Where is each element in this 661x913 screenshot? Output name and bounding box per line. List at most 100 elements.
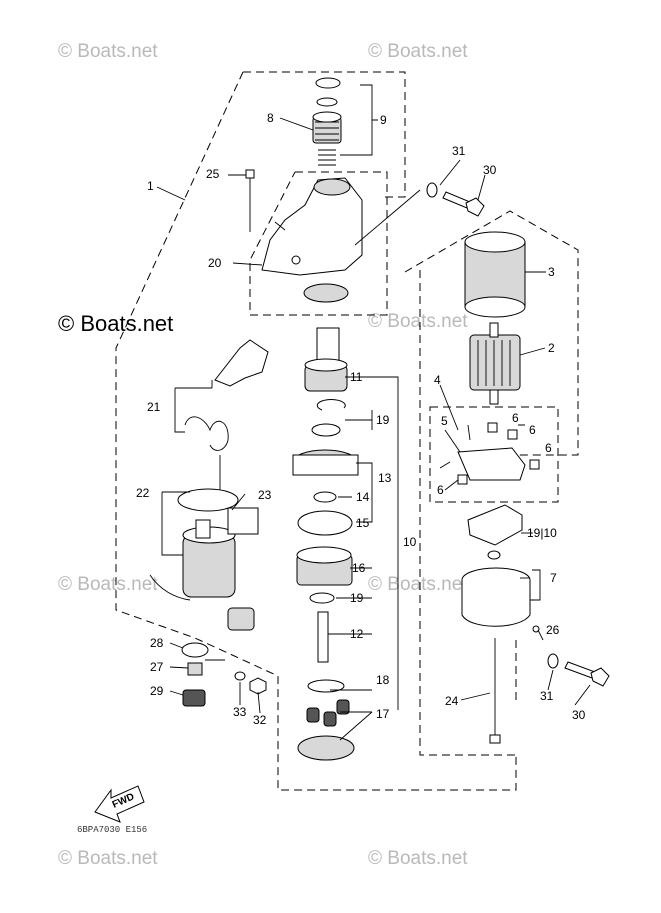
outline-right <box>404 210 579 456</box>
callout-33: 33 <box>233 705 247 719</box>
callout-2: 2 <box>548 341 555 355</box>
callout-26: 26 <box>546 623 560 637</box>
yoke-3 <box>464 241 526 308</box>
terminal-parts <box>181 642 267 707</box>
callout-15: 15 <box>356 516 370 530</box>
callout-29: 29 <box>150 684 164 698</box>
callout-8: 8 <box>267 111 274 125</box>
solenoid-plate <box>177 488 239 512</box>
watermark-bottom-right: © Boats.net <box>368 848 468 869</box>
nut-32 <box>249 677 267 695</box>
plate-17 <box>297 735 355 761</box>
washer-31-bottom <box>547 653 559 669</box>
part-boot <box>227 607 255 631</box>
callout-3: 3 <box>548 265 555 279</box>
housing-bearing <box>303 283 349 303</box>
assembly-outlines <box>115 71 579 791</box>
callout-30b: 30 <box>572 708 586 722</box>
solenoid-lead <box>149 574 191 601</box>
callout-6a: 6 <box>512 411 519 425</box>
right-motor-group <box>439 231 541 744</box>
callout-19b: 19 <box>350 591 364 605</box>
callout-28: 28 <box>150 636 164 650</box>
front-housing <box>245 169 421 303</box>
callout-12: 12 <box>350 627 364 641</box>
drive-spline <box>316 327 340 361</box>
watermark-lower-left: © Boats.net <box>58 574 158 595</box>
washer-31-top <box>426 182 438 198</box>
callout-32: 32 <box>253 713 267 727</box>
shift-lever <box>174 339 269 451</box>
leader-lines <box>156 117 591 714</box>
callout-31b: 31 <box>540 689 554 703</box>
brush-6d <box>457 474 468 485</box>
brush-6a <box>487 422 498 433</box>
watermark-mid-right: © Boats.net <box>368 311 468 332</box>
callout-16: 16 <box>352 561 366 575</box>
callout-1: 1 <box>147 179 154 193</box>
brush-6c <box>529 459 540 470</box>
callout-6c: 6 <box>545 441 552 455</box>
bearing-14 <box>313 491 337 503</box>
planet-gear-b <box>323 711 337 727</box>
planet-gear-a <box>306 707 320 723</box>
watermark-bottom-left: © Boats.net <box>58 848 158 869</box>
center-shaft-group <box>292 327 399 761</box>
callout-31a: 31 <box>452 144 466 158</box>
plate-15 <box>297 510 353 536</box>
callout-27: 27 <box>150 660 164 674</box>
callout-22: 22 <box>136 486 150 500</box>
bolt-30-top <box>442 191 471 209</box>
callouts: 1 2 3 4 5 6 6 6 6 7 8 9 10 19|10 11 12 1… <box>136 111 586 727</box>
outline-brush-holder <box>429 406 559 503</box>
bolt-30-bottom <box>564 661 596 679</box>
watermarks: © Boats.net © Boats.net © Boats.net © Bo… <box>58 41 468 869</box>
callout-4: 4 <box>434 373 441 387</box>
fwd-arrow: FWD 6BPA7030 E156 <box>77 785 147 835</box>
pinion-group <box>312 77 378 166</box>
outline-main <box>115 71 517 791</box>
part-27 <box>187 662 203 676</box>
solenoid <box>149 455 259 631</box>
callout-9: 9 <box>380 113 387 127</box>
spring <box>318 149 336 166</box>
callout-13: 13 <box>378 471 392 485</box>
solenoid-body <box>182 534 236 598</box>
clip-19 <box>316 399 346 411</box>
screw-26 <box>532 625 540 633</box>
watermark-lower-right: © Boats.net <box>368 574 468 595</box>
callout-7: 7 <box>550 571 557 585</box>
brush-6b <box>507 429 518 440</box>
outline-housing <box>249 171 388 316</box>
callout-18: 18 <box>376 673 390 687</box>
planet-gear-c <box>336 699 350 715</box>
callout-30a: 30 <box>483 163 497 177</box>
bolts-washers <box>426 182 610 687</box>
callout-19a: 19 <box>376 413 390 427</box>
callout-6d: 6 <box>437 483 444 497</box>
part-28 <box>181 642 209 658</box>
brush-holder-4 <box>457 447 526 481</box>
callout-6b: 6 <box>529 423 536 437</box>
callout-25: 25 <box>206 167 220 181</box>
callout-23: 23 <box>258 488 272 502</box>
diagram-code: 6BPA7030 E156 <box>77 825 147 835</box>
callout-5: 5 <box>441 414 448 428</box>
callout-19-10: 19|10 <box>527 526 557 540</box>
clip-ring <box>316 97 338 107</box>
armature-2 <box>469 334 521 391</box>
callout-21: 21 <box>147 400 161 414</box>
plate-19-10 <box>467 504 523 546</box>
callout-17: 17 <box>376 707 390 721</box>
callout-10: 10 <box>403 535 417 549</box>
fwd-arrow-shape <box>94 785 145 823</box>
watermark-left: © Boats.net <box>58 311 173 336</box>
callout-11: 11 <box>350 370 363 384</box>
shift-lever-body <box>214 339 269 387</box>
watermark-top-left: © Boats.net <box>58 41 158 62</box>
shaft-12 <box>317 611 329 663</box>
washer-19 <box>309 592 335 604</box>
callout-14: 14 <box>356 490 370 504</box>
spring-wire <box>184 416 229 451</box>
